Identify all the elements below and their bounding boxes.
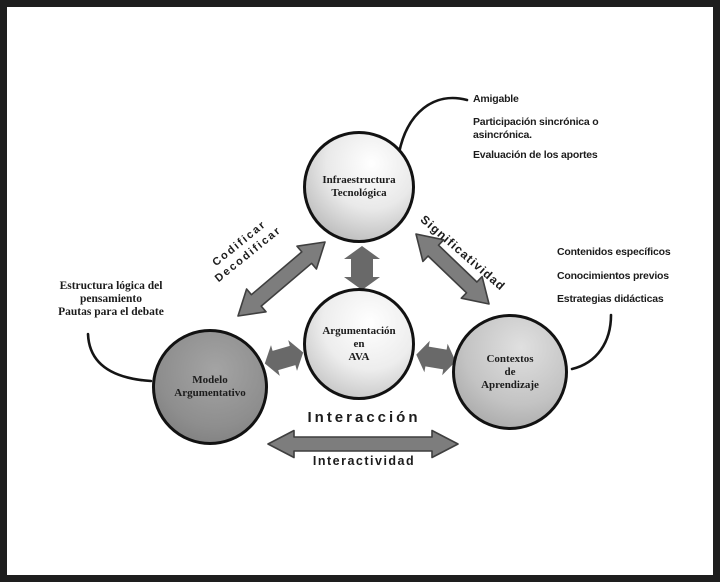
node-label-line: en — [353, 337, 365, 350]
callout-curve-top-right — [397, 96, 469, 155]
callout-curve-right — [570, 313, 613, 371]
edge-label-interaccion: Interacción — [307, 409, 421, 426]
node-label-line: de — [504, 365, 516, 378]
double-arrow-center-right — [416, 340, 456, 376]
node-infraestructura-tecnologica: Infraestructura Tecnológica — [303, 131, 415, 243]
node-contextos-de-aprendizaje: Contextos de Aprendizaje — [452, 314, 568, 430]
node-label-line: Contextos — [486, 352, 534, 365]
annotation-line: pensamiento — [80, 293, 142, 305]
annotation-line: Pautas para el debate — [58, 306, 164, 318]
double-arrow-top-center — [344, 246, 380, 290]
node-argumentacion-en-ava: Argumentación en AVA — [303, 288, 415, 400]
double-arrow-left-center — [264, 340, 304, 376]
double-arrow-codificar — [237, 241, 326, 317]
edge-label-interactividad: Interactividad — [312, 454, 416, 468]
callout-curve-left — [86, 332, 153, 383]
annotation-evaluacion: Evaluación de los aportes — [473, 149, 598, 161]
node-label-line: Argumentación — [322, 324, 396, 337]
annotation-conocimientos: Conocimientos previos — [557, 270, 669, 282]
node-label-line: Infraestructura — [322, 174, 396, 186]
node-label-line: Modelo — [192, 374, 228, 386]
annotation-estrategias: Estrategias didácticas — [557, 293, 664, 305]
annotation-participacion: Participación sincrónica o asincrónica. — [473, 116, 599, 141]
annotation-amigable: Amigable — [473, 93, 519, 105]
double-arrow-interaccion — [267, 429, 459, 459]
annotation-line: Estructura lógica del — [59, 280, 163, 292]
annotation-estructura-logica: Estructura lógica del pensamiento Pautas… — [36, 280, 186, 319]
double-arrow-significatividad — [415, 233, 490, 305]
node-label-line: Argumentativo — [174, 387, 246, 399]
node-label-line: AVA — [348, 350, 370, 363]
annotation-contenidos: Contenidos específicos — [557, 246, 671, 258]
node-label-line: Aprendizaje — [481, 378, 539, 391]
node-label-line: Tecnológica — [331, 187, 387, 199]
node-modelo-argumentativo: Modelo Argumentativo — [152, 329, 268, 445]
